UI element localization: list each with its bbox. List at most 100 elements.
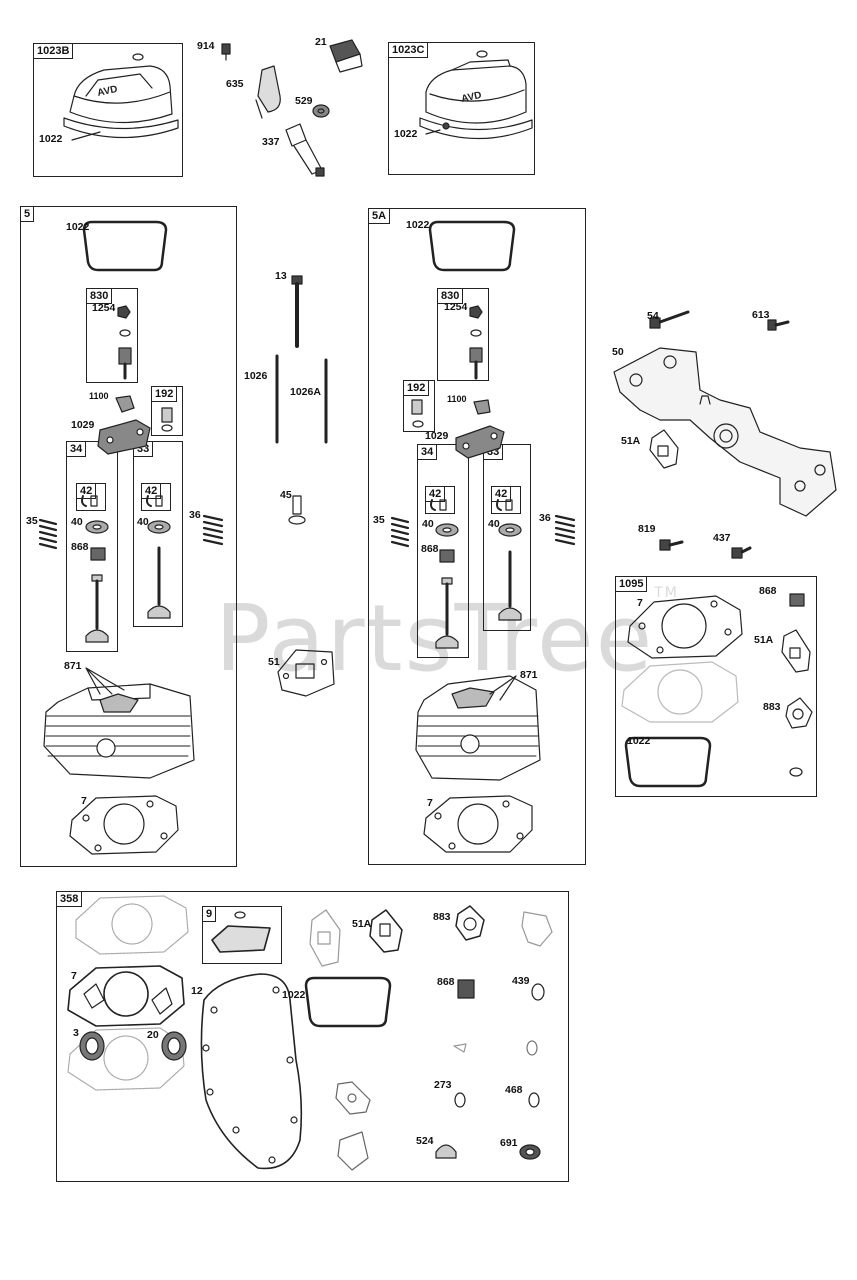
guide-45 [288, 495, 306, 525]
gasket-883-358 [455, 905, 485, 941]
label-35-box5: 35 [26, 515, 38, 527]
label-691: 691 [500, 1137, 518, 1149]
small-part-358-faded [453, 1043, 467, 1053]
label-13: 13 [275, 270, 287, 282]
label-868-box5: 868 [71, 541, 89, 553]
bolt-54 [649, 310, 690, 329]
bolt-914 [221, 43, 231, 61]
cap-screw-1254-left [117, 305, 132, 380]
rocker-arm-1029-right [455, 425, 505, 459]
spark-plug-cap-635 [255, 65, 281, 119]
seal-20 [161, 1031, 187, 1061]
rocker-192-left [161, 407, 173, 432]
label-468: 468 [505, 1084, 523, 1096]
label-337: 337 [262, 136, 280, 148]
tag-192-b: 192 [403, 380, 430, 396]
head-gasket-7-kit [627, 595, 743, 659]
label-1022-1023B: 1022 [39, 133, 63, 145]
tag-1023C: 1023C [388, 42, 429, 58]
label-12: 12 [191, 985, 203, 997]
spark-arrestor-529 [312, 104, 330, 118]
washer-kit [789, 767, 803, 777]
gasket-51A-manifold [649, 429, 679, 469]
label-1022-1023C: 1022 [394, 128, 418, 140]
bolt-819 [659, 539, 684, 551]
label-50: 50 [612, 346, 624, 358]
spark-plug-337 [285, 123, 325, 177]
gasket-1022-kit [624, 736, 712, 788]
label-40-box5-a: 40 [71, 516, 83, 528]
plug-21 [329, 39, 363, 73]
keepers-42-left-b [146, 495, 163, 507]
label-36-box5A: 36 [539, 512, 551, 524]
head-gasket-358-7 [67, 965, 185, 1027]
label-613: 613 [752, 309, 770, 321]
gasket-51A-358 [369, 909, 403, 953]
valve-cover-1023B: AVD [63, 53, 179, 141]
label-868-box5A: 868 [421, 543, 439, 555]
label-40-box5A-a: 40 [422, 518, 434, 530]
label-1022-box358: 1022 [282, 989, 306, 1001]
oring-439 [531, 983, 545, 1001]
label-1022-box5A: 1022 [406, 219, 430, 231]
keepers-42-right-b [496, 499, 513, 511]
label-1026: 1026 [244, 370, 268, 382]
box-34-b [417, 444, 469, 658]
head-gasket-7-right [423, 795, 533, 853]
label-871-box5: 871 [64, 660, 82, 672]
tag-34-b: 34 [417, 444, 438, 460]
cap-524 [435, 1144, 457, 1159]
head-gasket-7-kit-faded [621, 661, 739, 723]
exhaust-valve-right [498, 550, 522, 621]
spring-36-right [554, 514, 576, 546]
label-36-box5: 36 [189, 509, 201, 521]
tag-9: 9 [202, 906, 217, 922]
rocker-192-right [411, 399, 424, 428]
bracket-358-faded [521, 911, 553, 947]
label-51A-box358: 51A [352, 918, 372, 930]
label-40-box5-b: 40 [137, 516, 149, 528]
seal-868-kit [789, 593, 805, 607]
bolt-437 [731, 546, 752, 559]
tag-34-a: 34 [66, 441, 87, 457]
cylinder-head-right [415, 675, 541, 781]
seal-868-right [439, 549, 455, 563]
box-1023C [388, 42, 535, 175]
label-1022-box5: 1022 [66, 221, 90, 233]
label-1026A: 1026A [290, 386, 321, 398]
label-40-box5A-b: 40 [488, 518, 500, 530]
plate-358 [337, 1131, 369, 1171]
label-54: 54 [647, 310, 659, 322]
seal-3 [79, 1031, 105, 1061]
tag-830-b: 830 [437, 288, 464, 304]
intake-valve-left [85, 574, 109, 643]
gasket-883-kit [785, 697, 813, 729]
label-868-box358: 868 [437, 976, 455, 988]
tag-42-c: 42 [425, 486, 446, 502]
head-gasket-7-left [69, 795, 179, 855]
retainer-40-left-b [147, 520, 171, 534]
label-20: 20 [147, 1029, 159, 1041]
box-358 [56, 891, 569, 1182]
label-51A-box1095: 51A [754, 634, 774, 646]
label-524: 524 [416, 1135, 434, 1147]
label-914: 914 [197, 40, 215, 52]
box-9 [202, 906, 282, 964]
label-21: 21 [315, 36, 327, 48]
spring-35-left [38, 518, 58, 550]
cap-screw-1254-right [469, 305, 483, 380]
label-51: 51 [268, 656, 280, 668]
label-35-box5A: 35 [373, 514, 385, 526]
retainer-40-right-b [498, 523, 522, 537]
gasket-51A-kit [781, 629, 811, 673]
label-273: 273 [434, 1079, 452, 1091]
tag-830-a: 830 [86, 288, 113, 304]
tag-5: 5 [20, 206, 35, 222]
exhaust-valve-left [147, 546, 171, 619]
tag-1023B: 1023B [33, 43, 74, 59]
oring-273 [454, 1092, 466, 1108]
seal-868-358 [457, 979, 475, 999]
label-529: 529 [295, 95, 313, 107]
box-1023B [33, 43, 183, 177]
